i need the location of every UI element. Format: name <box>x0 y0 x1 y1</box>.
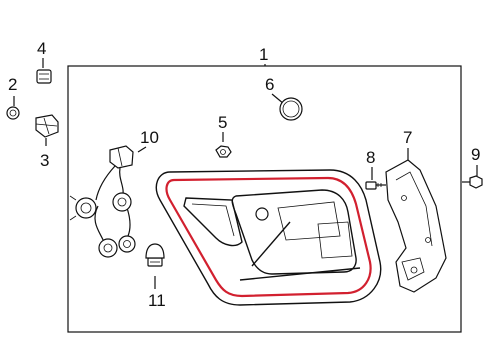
callout-3: 3 <box>40 151 49 170</box>
callout-4: 4 <box>37 39 46 58</box>
mounting-bracket-part <box>385 159 447 293</box>
screw-part-9 <box>462 175 483 189</box>
socket-connector-part <box>35 114 59 138</box>
tail-lamp-assembly-part <box>155 169 382 306</box>
callout-10: 10 <box>140 128 159 147</box>
screw-part-8 <box>365 181 386 190</box>
callout-7: 7 <box>403 128 412 147</box>
callout-11: 11 <box>148 291 166 310</box>
callout-1: 1 <box>259 45 268 64</box>
callout-9: 9 <box>471 145 480 164</box>
callout-6: 6 <box>265 75 274 94</box>
clip-nut-part <box>36 69 52 84</box>
grommet-part <box>6 106 20 120</box>
cap-part <box>279 97 303 121</box>
nut-part <box>215 145 232 158</box>
callout-5: 5 <box>218 113 227 132</box>
leader-lines <box>13 58 478 289</box>
callout-2: 2 <box>8 75 17 94</box>
wiring-harness-part <box>69 145 136 258</box>
callout-8: 8 <box>366 148 375 167</box>
bulb-part <box>145 243 165 267</box>
